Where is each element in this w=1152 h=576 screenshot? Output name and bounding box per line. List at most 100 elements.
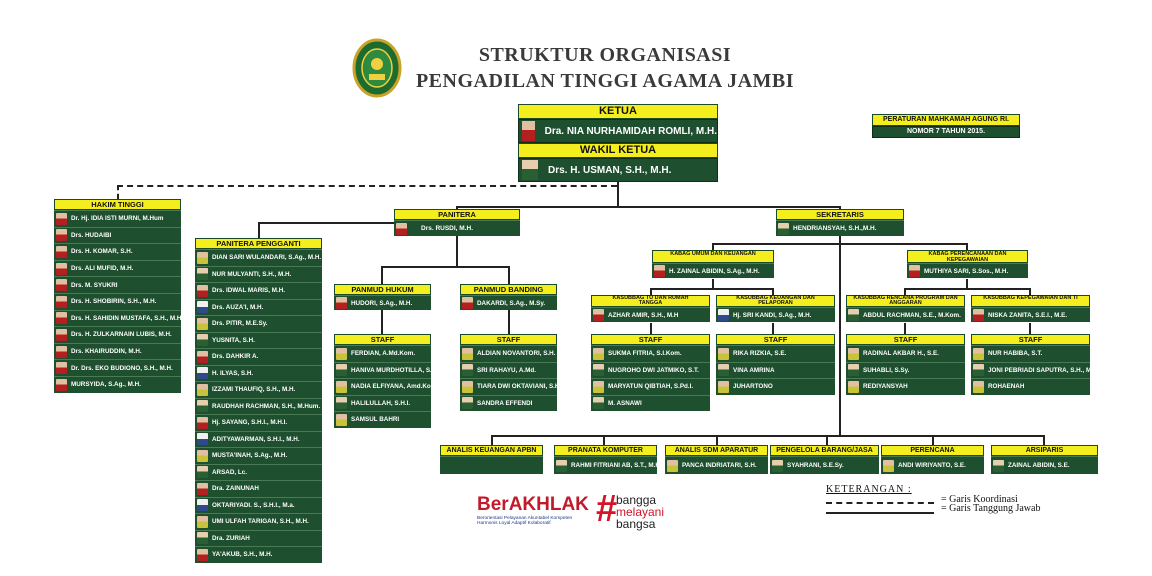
ph-staff-row: NADIA ELFIYANA, Amd.Kom.	[334, 378, 431, 395]
pp-member-row: Drs. DAHKIR A.	[195, 348, 322, 365]
pb-staff-name: ALDIAN NOVANTORI, S.H.	[477, 350, 556, 358]
keu-staff-row: VINA AMRINA	[716, 361, 835, 378]
ksb-keu-box: KASUBBAG KEUANGAN DAN PELAPORAN Hj. SRI …	[716, 295, 835, 322]
ksb-tu-name-row: AZHAR AMIR, S.H., M.H	[591, 307, 710, 322]
pp-member-name: Drs. DAHKIR A.	[212, 353, 259, 361]
functional-name: ZAINAL ABIDIN, S.E.	[1008, 462, 1070, 469]
wakil-label: WAKIL KETUA	[518, 143, 718, 158]
hakim-member-name: Drs. M. SYUKRI	[71, 281, 118, 289]
pp-member-row: IZZAMI THAUFIQ, S.H., M.H.	[195, 381, 322, 398]
functional-name-row	[440, 456, 543, 474]
line-kabag-ren-drop	[966, 243, 968, 251]
functional-label: ANALIS SDM APARATUR	[665, 445, 768, 456]
pp-member-row: Hj. SAYANG, S.H.I., M.H.I.	[195, 414, 322, 431]
pp-member-photo	[197, 350, 208, 363]
panmud-banding-staff-label: STAFF	[460, 334, 557, 345]
ksb-ren-staff-label: STAFF	[846, 334, 965, 345]
ren-staff-photo	[848, 380, 859, 393]
berakhlak-line1: Berorientasi Pelayanan Akuntabel Kompete…	[477, 516, 573, 521]
panmud-banding-name-row: DAKARDI, S.Ag., M.Sy.	[460, 295, 557, 310]
hakim-member-photo	[56, 328, 67, 341]
ksb-keu-photo	[718, 309, 729, 321]
pp-member-row: H. ILYAS, S.H.	[195, 364, 322, 381]
panitera-name: Drs. RUSDI, M.H.	[421, 225, 474, 232]
pp-member-photo	[197, 449, 208, 462]
ksb-keu-staff-label: STAFF	[716, 334, 835, 345]
pp-member-photo	[197, 515, 208, 528]
pp-member-row: MUSTA'INAH, S.Ag., M.H.	[195, 447, 322, 464]
hakim-member-photo	[56, 279, 67, 292]
peg-staff-name: JONI PEBRIADI SAPUTRA, S.H., M.H.	[988, 366, 1090, 374]
pp-member-name: H. ILYAS, S.H.	[212, 369, 254, 377]
ksb-keu-name: Hj. SRI KANDI, S.Ag., M.H.	[733, 311, 812, 319]
pp-member-row: OKTARIYADI. S., S.H.I., M.a.	[195, 496, 322, 513]
line-top-horizontal	[456, 206, 841, 208]
line-ksb-ren-horizontal	[904, 288, 1031, 290]
hakim-member-name: Drs. H. ZULKARNAIN LUBIS, M.H.	[71, 331, 172, 339]
pp-member-photo	[197, 334, 208, 347]
line-functional-horizontal	[491, 435, 1045, 437]
line-ksb-peg-drop	[1029, 288, 1031, 296]
ph-staff-photo	[336, 413, 347, 426]
kabag-ren-name-row: MUTHIYA SARI, S.Sos., M.H.	[907, 263, 1028, 278]
line-panmud-horizontal	[381, 266, 510, 268]
hakim-member-row: Drs. H. ZULKARNAIN LUBIS, M.H.	[54, 326, 181, 343]
line-kabag-horizontal	[712, 243, 968, 245]
hakim-member-name: Drs. H. SAHIDIN MUSTAFA, S.H., M.H.	[71, 314, 181, 322]
ph-staff-photo	[336, 397, 347, 410]
pp-member-photo	[197, 499, 208, 512]
line-panmud-hukum-drop	[381, 266, 383, 284]
tu-staff-row: MARYATUN QIBTIAH, S.Pd.I.	[591, 378, 710, 395]
regulation-line2: NOMOR 7 TAHUN 2015.	[872, 126, 1020, 138]
tu-staff-name: SUKMA FITRIA, S.I.Kom.	[608, 350, 682, 358]
kabag-ren-photo	[909, 265, 920, 277]
panmud-hukum-staff-label: STAFF	[334, 334, 431, 345]
pp-member-photo	[197, 433, 208, 446]
line-ksb-tu-drop	[650, 288, 652, 296]
ph-staff-photo	[336, 364, 347, 377]
functional-label: PERENCANA	[881, 445, 984, 456]
line-ksb-keu-drop	[772, 288, 774, 296]
pp-member-name: ADITYAWARMAN, S.H.I., M.H.	[212, 435, 300, 443]
ksb-keu-label: KASUBBAG KEUANGAN DAN PELAPORAN	[716, 295, 835, 307]
pp-member-name: Drs. PITIR, M.E.Sy.	[212, 320, 268, 328]
peg-staff-row: ROHAENAH	[971, 378, 1090, 395]
tu-staff-name: MARYATUN QIBTIAH, S.Pd.I.	[608, 383, 694, 391]
kabag-ren-name: MUTHIYA SARI, S.Sos., M.H.	[924, 267, 1009, 275]
ksb-tu-staff: STAFF SUKMA FITRIA, S.I.Kom.NUGROHO DWI …	[591, 334, 710, 411]
pp-member-name: IZZAMI THAUFIQ, S.H., M.H.	[212, 386, 296, 394]
line-kabag-umum-down	[712, 279, 714, 289]
line-panmud-hukum-staff	[381, 310, 383, 336]
ketua-name-row: Dra. NIA NURHAMIDAH ROMLI, M.H.	[518, 119, 718, 143]
wakil-name-row: Drs. H. USMAN, S.H., M.H.	[518, 158, 718, 182]
keu-staff-name: RIKA RIZKIA, S.E.	[733, 350, 787, 358]
bangga-hash: #	[596, 488, 618, 530]
ksb-ren-name: ABDUL RACHMAN, S.E., M.Kom.	[863, 311, 961, 319]
ph-staff-row: HALILULLAH, S.H.I.	[334, 394, 431, 411]
line-ksb-tu-staff	[650, 323, 652, 335]
ksb-peg-photo	[973, 309, 984, 321]
pp-member-row: RAUDHAH RACHMAN, S.H., M.Hum.	[195, 397, 322, 414]
ren-staff-name: SUHABLI, S.Sy.	[863, 366, 910, 374]
ksb-ren-label: KASUBBAG RENCANA PROGRAM DAN ANGGARAN	[846, 295, 965, 307]
pta-logo	[352, 38, 402, 98]
pp-member-row: Drs. PITIR, M.E.Sy.	[195, 315, 322, 332]
pp-label: PANITERA PENGGANTI	[195, 238, 322, 249]
functional-label: PENGELOLA BARANG/JASA	[770, 445, 879, 456]
ren-staff-row: RADINAL AKBAR H., S.E.	[846, 345, 965, 362]
hakim-member-row: Drs. H. KOMAR, S.H.	[54, 243, 181, 260]
sekretaris-name-row: HENDRIANSYAH, S.H.,M.H.	[776, 220, 904, 236]
ksb-tu-box: KASUBBAG TU DAN RUMAH TANGGA AZHAR AMIR,…	[591, 295, 710, 322]
pp-member-photo	[197, 284, 208, 297]
pp-member-name: Dra. ZURIAH	[212, 534, 250, 542]
hakim-member-photo	[56, 245, 67, 258]
functional-box: ANALIS KEUANGAN APBN	[440, 445, 543, 474]
line-coordination-drop	[117, 185, 119, 199]
functional-label: ANALIS KEUANGAN APBN	[440, 445, 543, 456]
line-ksb-ren-staff	[904, 323, 906, 335]
peg-staff-row: NUR HABIBA, S.T.	[971, 345, 1090, 362]
pp-list: PANITERA PENGGANTI DIAN SARI WULANDARI, …	[195, 238, 322, 563]
kabag-ren-label: KABAG PERENCANAAN DAN KEPEGAWAIAN	[907, 250, 1028, 263]
pb-staff-name: SRI RAHAYU, A.Md.	[477, 366, 537, 374]
pp-member-photo	[197, 367, 208, 380]
